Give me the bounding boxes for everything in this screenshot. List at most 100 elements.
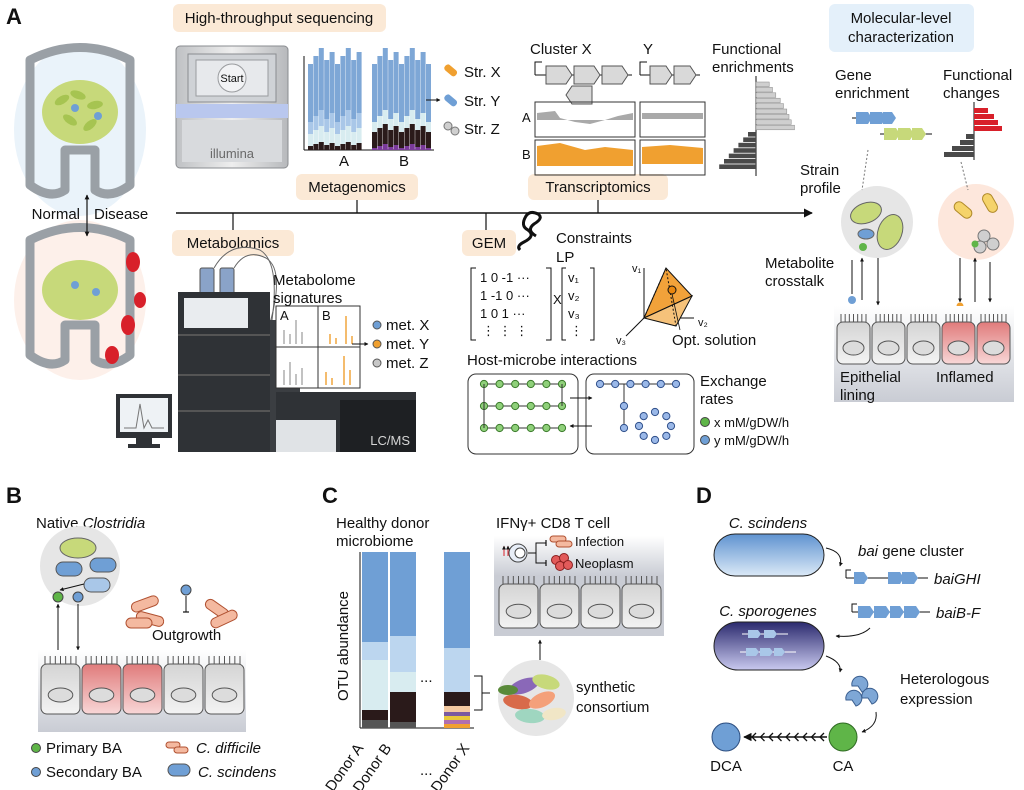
cell-nucleus: [211, 687, 238, 703]
donor-dots-label: ...: [420, 762, 433, 779]
metabolic-networks: [467, 373, 695, 455]
metagenomics-bar-segment: [313, 56, 319, 116]
tcell-icon: [502, 535, 573, 571]
functional-enrichments-line2: enrichments: [712, 59, 794, 76]
x-rate-label: x mM/gDW/h: [714, 415, 789, 430]
functional-changes-bars: [944, 102, 1002, 160]
strain-profile-circles: [841, 149, 1014, 260]
metagenomics-bar-segment: [345, 110, 351, 126]
metagenomics-bar-segment: [329, 113, 335, 128]
strain-profile-line2: profile: [800, 180, 841, 197]
exchange-line1: Exchange: [700, 373, 767, 390]
metagenomics-bar-segment: [329, 52, 335, 113]
epithelial-line1: Epithelial: [840, 369, 901, 386]
metagenomics-bar-segment: [382, 110, 388, 124]
strain-profile-line1: Strain: [800, 162, 839, 179]
secondary-ba-label: Secondary BA: [46, 764, 142, 781]
host-microbe-label: Host-microbe interactions: [467, 352, 637, 369]
row-a-label: A: [522, 110, 531, 125]
exchange-line2: rates: [700, 391, 733, 408]
consortium-bracket: [474, 675, 490, 711]
functional-changes-line2: changes: [943, 85, 1000, 102]
metagenomics-bar-segment: [345, 48, 351, 110]
enrichment-bar-down: [719, 164, 756, 169]
y-rate-label: y mM/gDW/h: [714, 433, 789, 448]
metagenomics-bar-segment: [377, 56, 383, 116]
metagenomics-bar-segment: [415, 147, 421, 150]
arrow-chevron: [751, 732, 757, 742]
enrichment-bar-down: [724, 159, 756, 164]
network-node-green: [526, 423, 535, 433]
lcms-label: LC/MS: [370, 433, 410, 448]
arrow-chevron: [768, 732, 774, 742]
network-node-green: [557, 423, 567, 433]
gene-enrichment-line1: Gene: [835, 67, 872, 84]
tcell-label: IFNγ+ CD8 T cell: [496, 515, 610, 532]
otu-bar-segment: [444, 692, 470, 706]
met-z-label: met. Z: [386, 355, 429, 372]
molecular-char-badge: [829, 4, 974, 52]
c-sporogenes-cell: [713, 621, 825, 671]
network-node-blue: [611, 379, 620, 389]
gene-cluster-arrows: [534, 61, 700, 105]
metagenomics-bar-segment: [351, 145, 357, 150]
network-node-blue: [641, 379, 650, 389]
spectrum-a-label: A: [280, 308, 289, 323]
metagenomics-bar-segment: [415, 130, 421, 147]
stoichiometric-matrix: [470, 267, 595, 341]
sample-b-label: B: [399, 153, 409, 170]
enrichment-bar-up: [755, 97, 781, 104]
metagenomics-bar-segment: [399, 64, 404, 122]
y-rate-dot: [700, 435, 710, 445]
transcriptomics-label: Transcriptomics: [545, 179, 650, 196]
otu-bar-segment: [444, 720, 470, 724]
metagenomics-bar-segment: [318, 48, 324, 110]
otu-bar-segment: [444, 552, 470, 648]
metagenomics-bar-segment: [340, 116, 346, 130]
lp-label: LP: [556, 249, 574, 266]
network-node-blue: [656, 379, 665, 389]
network-node-blue: [650, 407, 660, 417]
panel-c-epithelium: [494, 536, 664, 636]
network-node-blue: [666, 421, 676, 431]
metagenomics-bar-segment: [356, 143, 362, 150]
metagenomics-bar-segment: [382, 48, 388, 110]
strain-z-label: Str. Z: [464, 121, 500, 138]
lcms-instrument: [116, 246, 416, 452]
vector-v4: ⋮: [570, 323, 583, 338]
metabolome-line1: Metabolome: [273, 272, 356, 289]
strain-legend: [426, 64, 460, 136]
arrow-chevron: [759, 732, 765, 742]
otu-bar-segment: [444, 712, 470, 716]
network-node-green: [495, 379, 504, 389]
vector-v2: v₂: [568, 288, 580, 303]
network-node-green: [542, 379, 551, 389]
bai-gene-cluster-label: bai gene cluster: [858, 543, 964, 560]
network-node-blue: [671, 379, 681, 389]
c-scindens-title: C. scindens: [729, 515, 808, 532]
metagenomics-bar-segment: [345, 126, 351, 142]
metagenomics-bar-segment: [404, 146, 410, 150]
metagenomics-bar-segment: [324, 145, 330, 150]
network-node-blue: [619, 401, 629, 411]
cell-nucleus: [842, 340, 865, 356]
metagenomics-bar-segment: [340, 130, 346, 144]
arrow-chevron: [819, 732, 825, 742]
synthetic-line1: synthetic: [576, 679, 636, 696]
enzyme-icons: [845, 675, 879, 707]
x-rate-dot: [700, 417, 710, 427]
metagenomics-bar-segment: [356, 113, 362, 128]
metagenomics-bar-segment: [426, 148, 431, 150]
c-sporogenes-title: C. sporogenes: [719, 603, 817, 620]
enrichment-bar-up: [755, 87, 773, 93]
otu-bar-segment: [444, 706, 470, 712]
metagenomics-label: Metagenomics: [308, 179, 406, 196]
enrichment-bar-down: [743, 137, 756, 142]
heterologous-line2: expression: [900, 691, 973, 708]
cell-nucleus: [912, 340, 935, 356]
primary-ba-label: Primary BA: [46, 740, 122, 757]
metagenomics-bar-segment: [393, 145, 399, 150]
cluster-x-label: Cluster X: [530, 41, 592, 58]
network-node-green: [511, 379, 520, 389]
network-node-blue: [650, 435, 660, 445]
